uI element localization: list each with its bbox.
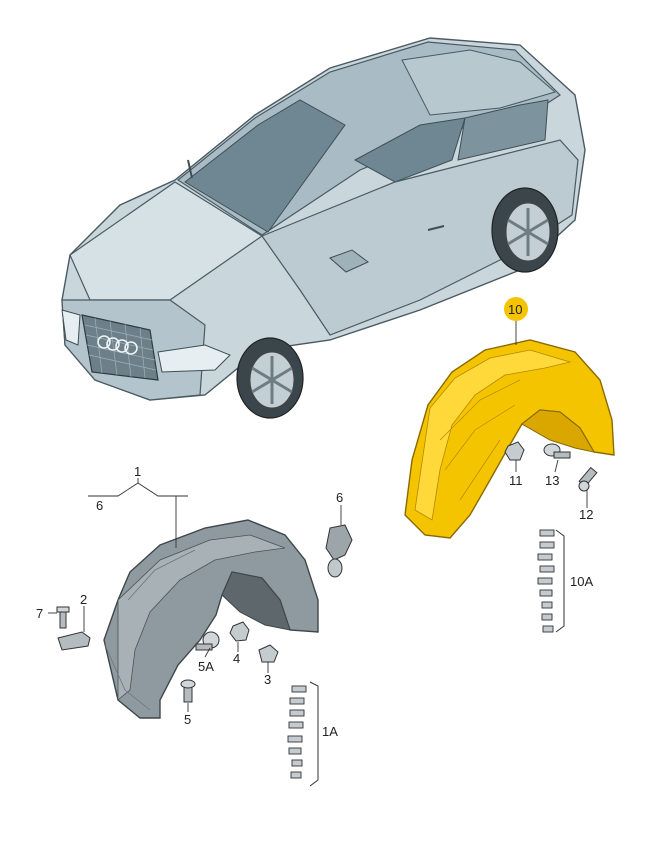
screw-part-13	[543, 443, 571, 459]
nut-part-11	[504, 441, 525, 461]
screw-part-7	[56, 606, 70, 629]
nut-part-4	[229, 621, 250, 642]
wheel-arch-liner-yellow	[404, 339, 615, 539]
callout-highlight-10	[504, 297, 528, 321]
fastener-set-10A	[537, 529, 555, 633]
label-part-7: 7	[36, 606, 43, 621]
screw-part-12	[578, 466, 598, 492]
label-part-6: 6	[336, 490, 343, 505]
fastener-set-1A	[287, 685, 307, 779]
bracket-part-6	[325, 524, 353, 578]
wheel-arch-liner-grey	[103, 519, 319, 719]
clip-part-3	[258, 644, 279, 663]
label-part-5: 5	[184, 712, 191, 727]
label-part-2: 2	[80, 592, 87, 607]
label-part-13: 13	[545, 473, 559, 488]
label-part-10A: 10A	[570, 574, 593, 589]
label-part-6-bracket: 6	[96, 498, 103, 513]
car-illustration	[61, 37, 586, 419]
label-part-1A: 1A	[322, 724, 338, 739]
label-part-1: 1	[134, 464, 141, 479]
screw-part-5	[180, 679, 196, 703]
screw-part-5A	[195, 631, 220, 651]
clip-part-2	[57, 631, 91, 651]
label-part-10: 10	[508, 302, 522, 317]
label-part-5A: 5A	[198, 659, 214, 674]
label-part-11: 11	[509, 473, 523, 488]
label-part-4: 4	[233, 651, 240, 666]
leader-lines	[48, 318, 588, 712]
part-labels: 1 6 6 2 7 5A 4 3 5 1A 10 11 13 12 10A	[36, 297, 593, 739]
label-part-12: 12	[579, 507, 593, 522]
label-part-3: 3	[264, 672, 271, 687]
